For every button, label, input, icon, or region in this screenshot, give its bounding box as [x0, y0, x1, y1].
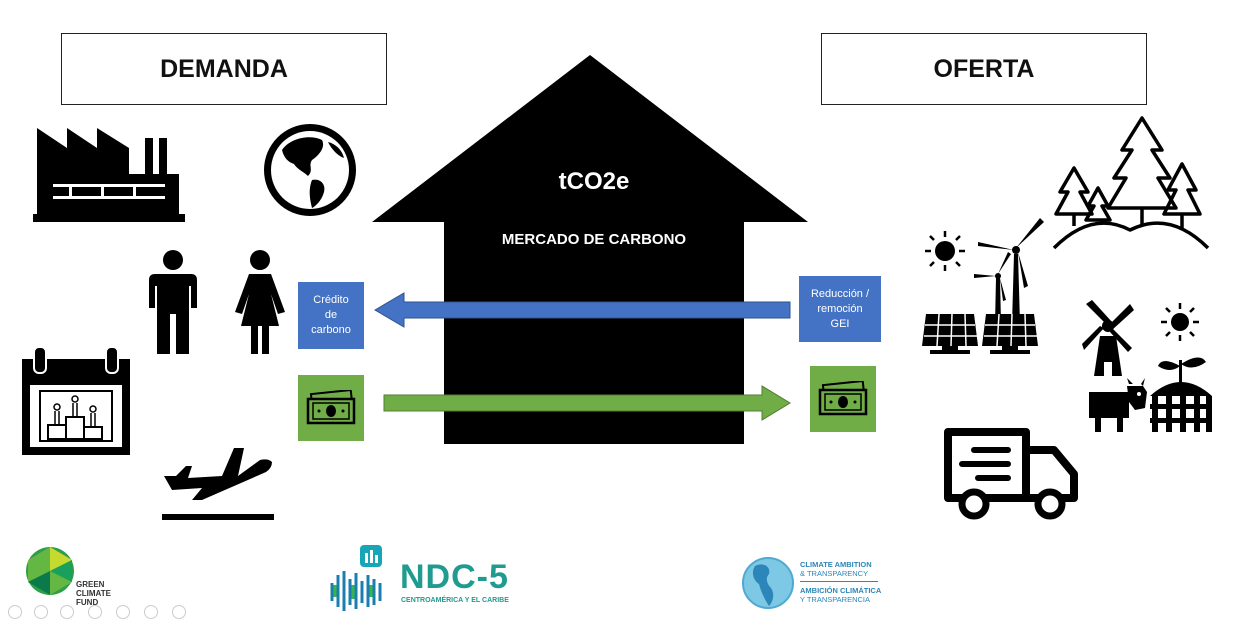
house-unit-label: tCO2e	[558, 168, 630, 195]
man-icon	[149, 250, 197, 354]
cow-icon	[1089, 378, 1147, 432]
solar-panel-icon	[922, 313, 1038, 354]
prev-slide-control[interactable]	[8, 605, 22, 619]
farm-sun-icon	[1161, 303, 1199, 341]
house-market-label: MERCADO DE CARBONO	[501, 231, 687, 248]
money-icon	[818, 381, 868, 416]
cat-divider	[800, 581, 878, 582]
windmill-icon	[1082, 300, 1134, 376]
wind-turbine-icon	[974, 218, 1044, 324]
money-icon	[306, 390, 356, 425]
plant-icon	[1150, 357, 1212, 396]
cat-line2: & TRANSPARENCY	[800, 569, 869, 578]
gcf-logo-text: GREEN CLIMATE FUND	[76, 580, 111, 607]
ndc5-subtitle: CENTROAMÉRICA Y EL CARIBE	[401, 597, 509, 604]
offer-title-box: OFERTA	[821, 33, 1147, 105]
next-slide-control[interactable]	[34, 605, 48, 619]
globe-icon	[264, 124, 356, 216]
ndc5-logo-icon	[330, 545, 382, 611]
pen-control[interactable]	[60, 605, 74, 619]
offer-title: OFERTA	[933, 54, 1035, 83]
factory-icon	[33, 128, 185, 222]
zoom-control[interactable]	[116, 605, 130, 619]
sun-icon	[925, 231, 965, 271]
money-box-left	[298, 375, 364, 441]
fence-icon	[1150, 396, 1212, 432]
forest-icon	[1052, 116, 1210, 250]
ndc5-title: NDC-5	[400, 558, 509, 596]
subtitles-control[interactable]	[144, 605, 158, 619]
airplane-takeoff-icon	[162, 448, 274, 520]
truck-icon	[944, 428, 1078, 520]
cat-globe-logo-icon	[742, 557, 794, 609]
gcf-logo-icon	[26, 547, 74, 595]
cat-line1: CLIMATE AMBITION	[800, 560, 872, 569]
demand-title: DEMANDA	[160, 54, 288, 83]
money-box-right	[810, 366, 876, 432]
carbon-credit-box: Crédito de carbono	[298, 282, 364, 349]
cat-line3: AMBICIÓN CLIMÁTICA	[800, 586, 882, 595]
cat-line4: Y TRANSPARENCIA	[800, 595, 871, 604]
ghg-reduction-box: Reducción / remoción GEI	[799, 276, 881, 342]
calendar-podium-icon	[22, 347, 130, 455]
more-options-control[interactable]	[172, 605, 186, 619]
slides-control[interactable]	[88, 605, 102, 619]
woman-icon	[235, 250, 285, 354]
demand-title-box: DEMANDA	[61, 33, 387, 105]
